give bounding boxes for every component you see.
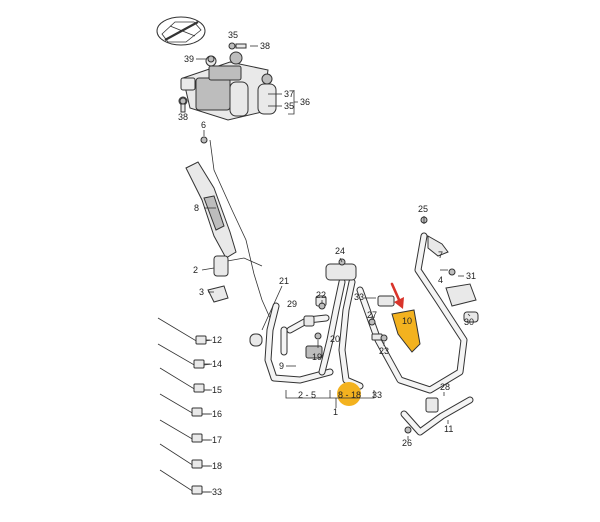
highlighted-part-10[interactable] — [391, 309, 421, 353]
label-8: 8 — [194, 203, 199, 213]
label-38-bottom: 38 — [178, 112, 188, 122]
label-36: 36 — [300, 97, 310, 107]
hose-lines — [264, 232, 474, 436]
label-26: 26 — [402, 438, 412, 448]
label-12: 12 — [212, 335, 222, 345]
label-22: 22 — [316, 290, 326, 300]
label-37: 37 — [284, 89, 294, 99]
label-4: 4 — [438, 275, 443, 285]
label-6: 6 — [201, 120, 206, 130]
leader-lines — [196, 45, 471, 493]
label-30: 30 — [464, 317, 474, 327]
label-20: 20 — [330, 334, 340, 344]
label-31: 31 — [466, 271, 476, 281]
label-27: 27 — [367, 310, 377, 320]
red-arrow-icon — [390, 282, 404, 309]
label-range-8-18: 8 - 18 — [338, 390, 361, 400]
label-2: 2 — [193, 265, 198, 275]
label-1: 1 — [333, 407, 338, 417]
label-15: 15 — [212, 385, 222, 395]
label-11: 11 — [444, 424, 453, 434]
label-33-bottom: 33 — [212, 487, 222, 497]
label-33-mid: 33 — [354, 292, 364, 302]
label-39: 39 — [184, 54, 194, 64]
label-38-top: 38 — [260, 41, 270, 51]
label-7: 7 — [438, 250, 443, 260]
label-10[interactable]: 10 — [402, 316, 412, 326]
label-35-top: 35 — [228, 30, 238, 40]
label-16: 16 — [212, 409, 222, 419]
label-29: 29 — [287, 299, 297, 309]
label-24: 24 — [335, 246, 345, 256]
label-18: 18 — [212, 461, 222, 471]
cable-ties — [157, 317, 213, 495]
label-17: 17 — [212, 435, 222, 445]
label-25: 25 — [418, 204, 428, 214]
bolts — [179, 42, 456, 434]
label-3: 3 — [199, 287, 204, 297]
label-range-2-5: 2 - 5 — [298, 390, 316, 400]
label-35-side: 35 — [284, 101, 294, 111]
label-21: 21 — [279, 276, 289, 286]
label-14: 14 — [212, 359, 222, 369]
highlight-range-8-18 — [337, 382, 361, 406]
label-23: 23 — [379, 346, 389, 356]
label-19: 19 — [312, 352, 322, 362]
label-28: 28 — [440, 382, 450, 392]
car-direction-icon — [156, 16, 206, 46]
bracket-part-8 — [185, 161, 237, 259]
cable-assembly — [207, 139, 271, 319]
label-33-range: 33 — [372, 390, 382, 400]
label-9: 9 — [279, 361, 284, 371]
